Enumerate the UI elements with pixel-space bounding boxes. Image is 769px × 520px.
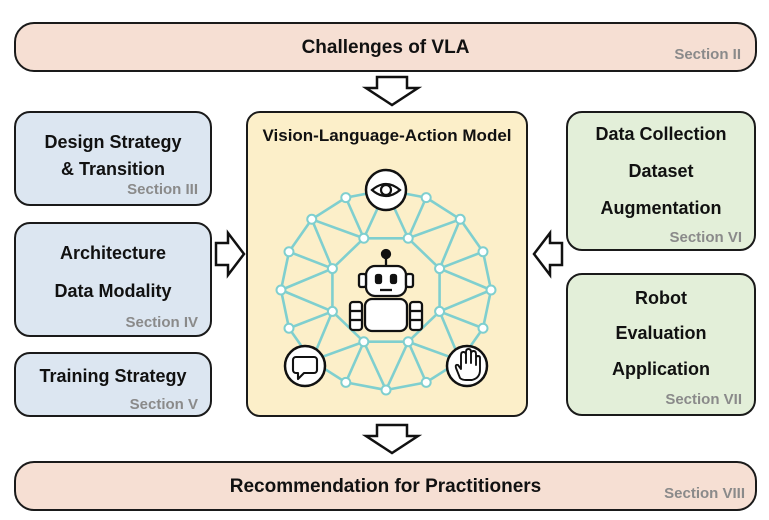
network-edge [288,310,333,330]
top-bar: Challenges of VLA Section II [14,22,757,72]
data-collection-line-3: Augmentation [600,198,722,218]
design-strategy-section: Section III [127,181,198,198]
network-edge [344,197,365,239]
network-edge [407,218,461,240]
robot-icon [348,248,424,333]
bottom-bar-section: Section VIII [664,485,745,502]
robot-section: Section VII [665,391,742,408]
data-collection-box: Data Collection Dataset Augmentation Sec… [566,111,756,251]
network-node [402,336,414,348]
network-edge [439,310,484,330]
design-strategy-line-1: Design Strategy [44,132,182,152]
training-strategy-box: Training Strategy Section V [14,352,212,417]
network-node [358,336,370,348]
design-strategy-box: Design Strategy & Transition Section III [14,111,212,206]
network-node [326,263,338,275]
network-node [420,192,432,204]
robot-line-3: Application [612,359,710,379]
network-edge [280,267,333,292]
down-arrow-bottom-icon [361,423,423,455]
network-node [485,284,497,296]
network-edge [288,250,333,270]
network-edge [439,250,484,270]
network-edge [311,196,347,221]
hand-icon [445,344,489,388]
network-node [306,213,318,225]
network-node [434,263,446,275]
robot-box: Robot Evaluation Application Section VII [566,273,756,416]
network-node [477,246,489,258]
network-edge [481,289,493,329]
network-node [402,232,414,244]
network-node [380,384,392,396]
network-edge [407,341,428,383]
network-edge [407,237,441,270]
robot-line-2: Evaluation [615,323,707,343]
network-node [283,322,295,334]
network-edge [311,218,365,240]
bottom-bar-title: Recommendation for Practitioners [229,476,542,497]
top-bar-section: Section II [674,46,741,63]
network-edge [362,341,388,391]
network-edge [287,218,313,253]
design-strategy-line-2: & Transition [60,159,165,179]
network-node [340,376,352,388]
network-node [340,192,352,204]
network-node [454,213,466,225]
bottom-bar: Recommendation for Practitioners Section… [14,461,757,511]
network-edge [407,197,428,239]
right-arrow-left-icon [214,229,246,279]
network-node [477,322,489,334]
network-node [420,376,432,388]
data-collection-line-1: Data Collection [595,124,727,144]
architecture-section: Section IV [125,314,198,331]
network-edge [279,251,291,291]
vla-model-title: Vision-Language-Action Model [262,126,512,145]
training-strategy-section: Section V [129,396,198,413]
network-edge [331,310,365,343]
network-edge [425,196,461,221]
top-bar-title: Challenges of VLA [301,37,470,58]
architecture-line-1: Architecture [59,243,167,263]
architecture-box: Architecture Data Modality Section IV [14,222,212,337]
network-edge [407,310,441,343]
architecture-line-2: Data Modality [54,281,172,301]
network-node [358,232,370,244]
network-edge [344,341,365,383]
network-node [283,246,295,258]
chat-bubble-icon [283,344,327,388]
network-edge [438,218,462,270]
network-edge [439,267,492,292]
network-edge [279,289,291,329]
data-collection-line-2: Dataset [628,161,694,181]
network-edge [345,381,387,392]
network-node [326,305,338,317]
training-strategy-line-1: Training Strategy [39,366,187,386]
network-node [434,305,446,317]
network-edge [481,251,493,291]
network-edge [439,288,492,313]
network-edge [280,288,333,313]
network-edge [459,218,485,253]
network-edge [331,237,365,270]
robot-line-1: Robot [635,288,687,308]
network-edge [310,218,334,270]
network-edge [384,341,410,391]
eye-icon [364,168,408,212]
data-collection-section: Section VI [669,229,742,246]
down-arrow-top-icon [361,75,423,107]
network-edge [385,381,427,392]
left-arrow-right-icon [532,229,564,279]
network-node [275,284,287,296]
